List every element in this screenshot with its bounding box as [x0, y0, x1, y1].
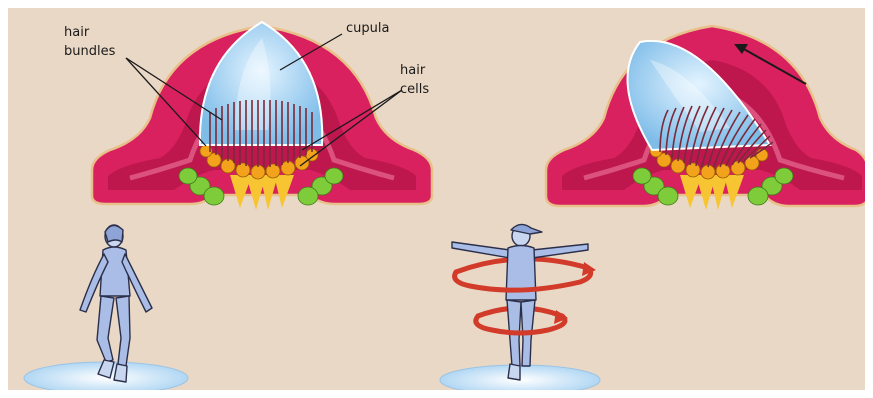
label-hair-cells-1: hair	[400, 63, 426, 78]
label-cupula: cupula	[346, 21, 389, 36]
label-hair-cells-2: cells	[400, 82, 429, 97]
label-hair-bundles-1: hair	[64, 25, 90, 40]
label-hair-bundles-2: bundles	[64, 44, 116, 59]
